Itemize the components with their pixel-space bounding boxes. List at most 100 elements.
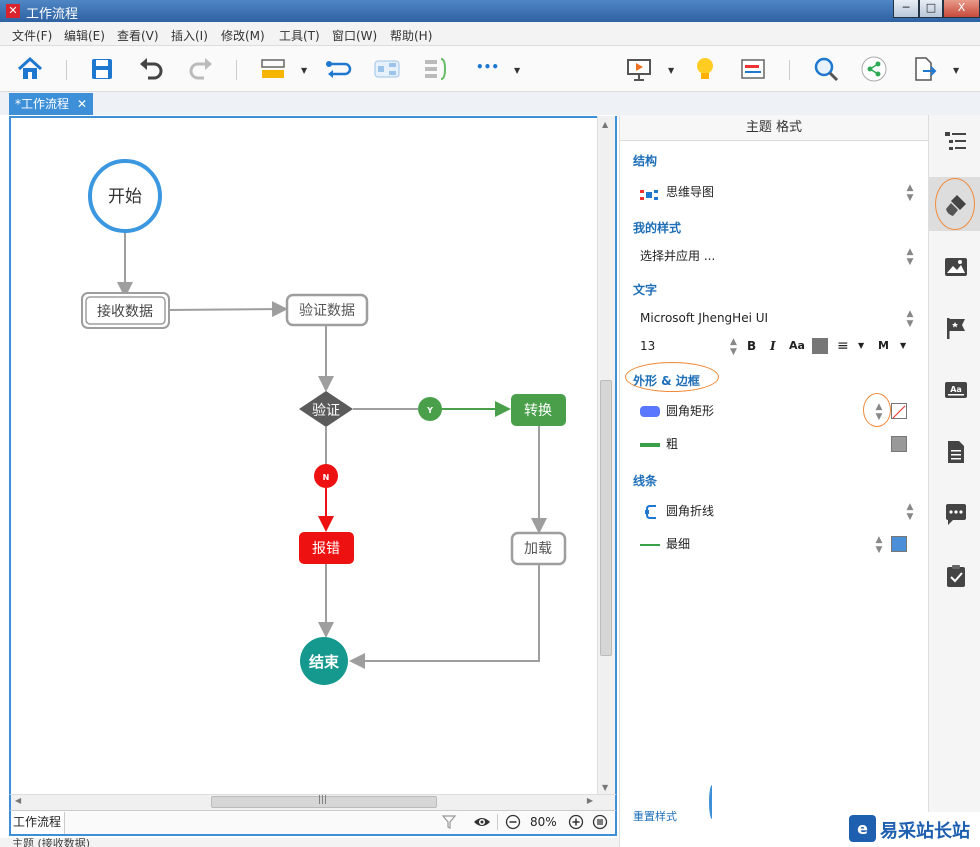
my-style-spinner-icon[interactable]: ▲▼ [906, 247, 914, 267]
bold-button[interactable]: B [747, 339, 757, 353]
fit-menu-icon[interactable] [592, 814, 608, 830]
export-icon[interactable] [909, 54, 939, 84]
menu-help[interactable]: 帮助(H) [390, 29, 433, 43]
save-icon[interactable] [87, 54, 117, 84]
font-size-spinner-icon[interactable]: ▲▼ [730, 337, 737, 357]
close-tab-icon[interactable]: ✕ [76, 97, 87, 111]
visibility-eye-icon[interactable] [473, 814, 491, 830]
border-color-swatch[interactable] [891, 436, 907, 452]
menu-edit[interactable]: 编辑(E) [64, 29, 105, 43]
topic-icon[interactable] [258, 54, 288, 84]
text-color-swatch[interactable] [812, 338, 828, 354]
annotation-circle [935, 178, 975, 230]
no-badge[interactable]: N [314, 464, 338, 488]
share-icon[interactable] [859, 54, 889, 84]
reset-style-link[interactable]: 重置样式 [633, 810, 677, 823]
more-icon[interactable]: ••• [476, 60, 500, 74]
scroll-down-icon[interactable]: ▼ [602, 783, 609, 792]
boundary-icon[interactable] [372, 54, 402, 84]
node-receive[interactable]: 接收数据 [81, 292, 170, 329]
outline-icon[interactable] [943, 129, 969, 155]
line-width-select[interactable]: 最细 ▲▼ [640, 533, 915, 555]
connector-receive-validate-data[interactable] [168, 301, 288, 318]
menu-modify[interactable]: 修改(M) [221, 29, 265, 43]
relationship-icon[interactable] [323, 54, 353, 84]
line-style-select[interactable]: 圆角折线 ▲▼ [640, 500, 915, 522]
font-family-select[interactable]: Microsoft JhengHei UI ▲▼ [640, 307, 915, 329]
line-style-value: 圆角折线 [666, 504, 715, 518]
menu-bar: 文件(F) 编辑(E) 查看(V) 插入(I) 修改(M) 工具(T) 窗口(W… [0, 22, 980, 46]
scroll-right-icon[interactable]: ▶ [586, 796, 593, 805]
image-icon[interactable] [943, 254, 969, 280]
shape-select[interactable]: 圆角矩形 ▲▼ [640, 393, 915, 427]
minimize-button[interactable]: ─ [893, 0, 919, 18]
home-icon[interactable] [15, 54, 45, 84]
redo-icon[interactable] [186, 54, 216, 84]
node-start[interactable]: 开始 [88, 159, 162, 233]
structure-select[interactable]: 思维导图 ▲▼ [640, 181, 915, 203]
font-size-value[interactable]: 13 [640, 339, 656, 353]
node-load[interactable]: 加载 [510, 531, 567, 566]
menu-insert[interactable]: 插入(I) [171, 29, 208, 43]
border-select[interactable]: 粗 [640, 433, 915, 455]
notes-icon[interactable] [943, 439, 969, 465]
export-dropdown-icon[interactable]: ▼ [953, 66, 960, 75]
zoom-level[interactable]: 80% [530, 815, 557, 829]
line-color-swatch[interactable] [891, 536, 907, 552]
font-family-spinner-icon[interactable]: ▲▼ [906, 309, 914, 329]
comment-icon[interactable] [943, 501, 969, 527]
undo-icon[interactable] [136, 54, 166, 84]
font-weight-select[interactable]: M [878, 339, 889, 352]
fill-color-none-swatch[interactable] [891, 403, 907, 419]
italic-button[interactable]: I [770, 339, 776, 353]
menu-window[interactable]: 窗口(W) [332, 29, 378, 43]
close-button[interactable]: X [943, 0, 980, 18]
node-convert[interactable]: 转换 [511, 394, 566, 426]
line-style-spinner-icon[interactable]: ▲▼ [906, 502, 914, 522]
toolbar-separator [789, 60, 790, 80]
menu-view[interactable]: 查看(V) [117, 29, 159, 43]
filter-icon[interactable] [441, 814, 457, 830]
text-case-button[interactable]: Aa [789, 339, 805, 352]
font-weight-dropdown-icon[interactable]: ▼ [900, 341, 907, 350]
horizontal-scroll-thumb[interactable]: ||| [211, 795, 437, 808]
more-dropdown-icon[interactable]: ▼ [514, 66, 521, 75]
tab-document[interactable]: *工作流程 ✕ [9, 93, 93, 115]
mindmap-canvas[interactable]: 开始 接收数据 验证数据 验证 Y N 转换 [9, 116, 617, 796]
structure-spinner-icon[interactable]: ▲▼ [906, 183, 914, 203]
zoom-out-icon[interactable] [505, 814, 521, 830]
summary-icon[interactable] [421, 54, 451, 84]
menu-file[interactable]: 文件(F) [12, 29, 53, 43]
no-badge-label: N [323, 473, 330, 482]
node-validate[interactable]: 验证 [299, 391, 353, 427]
label-icon[interactable]: Aa [943, 377, 969, 403]
align-button[interactable]: ≡ [837, 338, 849, 354]
connector-load-end[interactable] [349, 564, 540, 669]
border-value: 粗 [666, 437, 679, 451]
my-style-select[interactable]: 选择并应用 ... ▲▼ [640, 245, 915, 267]
presentation-dropdown-icon[interactable]: ▼ [668, 66, 675, 75]
search-icon[interactable] [811, 54, 841, 84]
vertical-scroll-thumb[interactable] [600, 380, 612, 656]
thick-border-icon [640, 443, 660, 447]
node-end-label: 结束 [309, 653, 340, 671]
task-icon[interactable] [943, 563, 969, 589]
line-width-spinner-icon[interactable]: ▲▼ [875, 535, 883, 555]
scroll-left-icon[interactable]: ◀ [15, 796, 22, 805]
outliner-icon[interactable] [738, 54, 768, 84]
node-error[interactable]: 报错 [299, 532, 354, 564]
yes-badge-label: Y [426, 406, 433, 415]
yes-badge[interactable]: Y [418, 397, 442, 421]
menu-tools[interactable]: 工具(T) [279, 29, 320, 43]
sheet-tab[interactable]: 工作流程 [11, 812, 65, 834]
marker-flag-icon[interactable] [943, 315, 969, 341]
zoom-in-icon[interactable] [568, 814, 584, 830]
idea-icon[interactable] [690, 54, 720, 84]
node-end[interactable]: 结束 [300, 637, 348, 685]
align-dropdown-icon[interactable]: ▼ [858, 341, 865, 350]
node-validate-data[interactable]: 验证数据 [285, 293, 369, 327]
scroll-up-icon[interactable]: ▲ [602, 120, 609, 129]
restore-button[interactable]: □ [919, 0, 943, 18]
topic-dropdown-icon[interactable]: ▼ [301, 66, 308, 75]
presentation-icon[interactable] [624, 54, 654, 84]
